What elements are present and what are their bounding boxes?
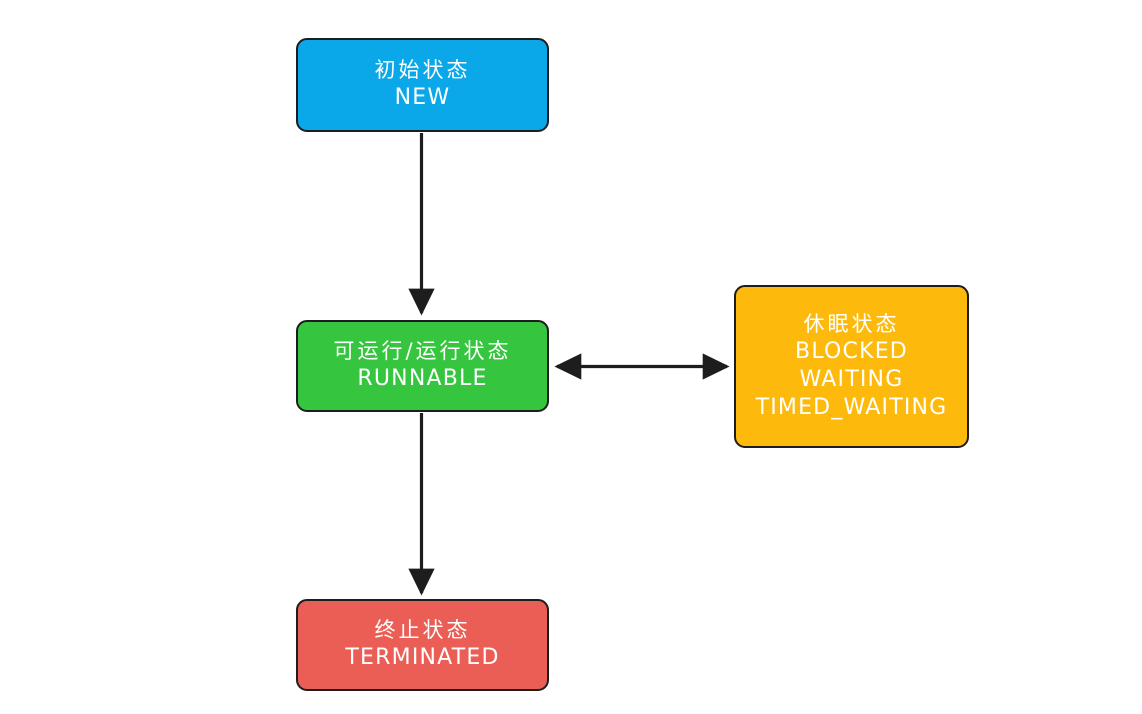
node-sleeping-label-cn: 休眠状态 [803,311,900,336]
node-sleeping-state: 休眠状态 BLOCKED WAITING TIMED_WAITING [734,285,969,448]
node-runnable-label-en: RUNNABLE [357,366,488,392]
node-new-state: 初始状态 NEW [296,38,549,132]
node-terminated-label-en: TERMINATED [345,645,500,671]
node-sleeping-label-blocked: BLOCKED [795,338,908,364]
node-terminated-label-cn: 终止状态 [374,618,471,643]
node-runnable-state: 可运行/运行状态 RUNNABLE [296,320,549,412]
node-new-label-en: NEW [394,85,451,111]
node-terminated-state: 终止状态 TERMINATED [296,599,549,691]
node-sleeping-label-timed-waiting: TIMED_WAITING [755,395,948,421]
node-new-label-cn: 初始状态 [374,58,471,83]
node-sleeping-label-waiting: WAITING [799,366,904,392]
node-runnable-label-cn: 可运行/运行状态 [333,339,512,364]
